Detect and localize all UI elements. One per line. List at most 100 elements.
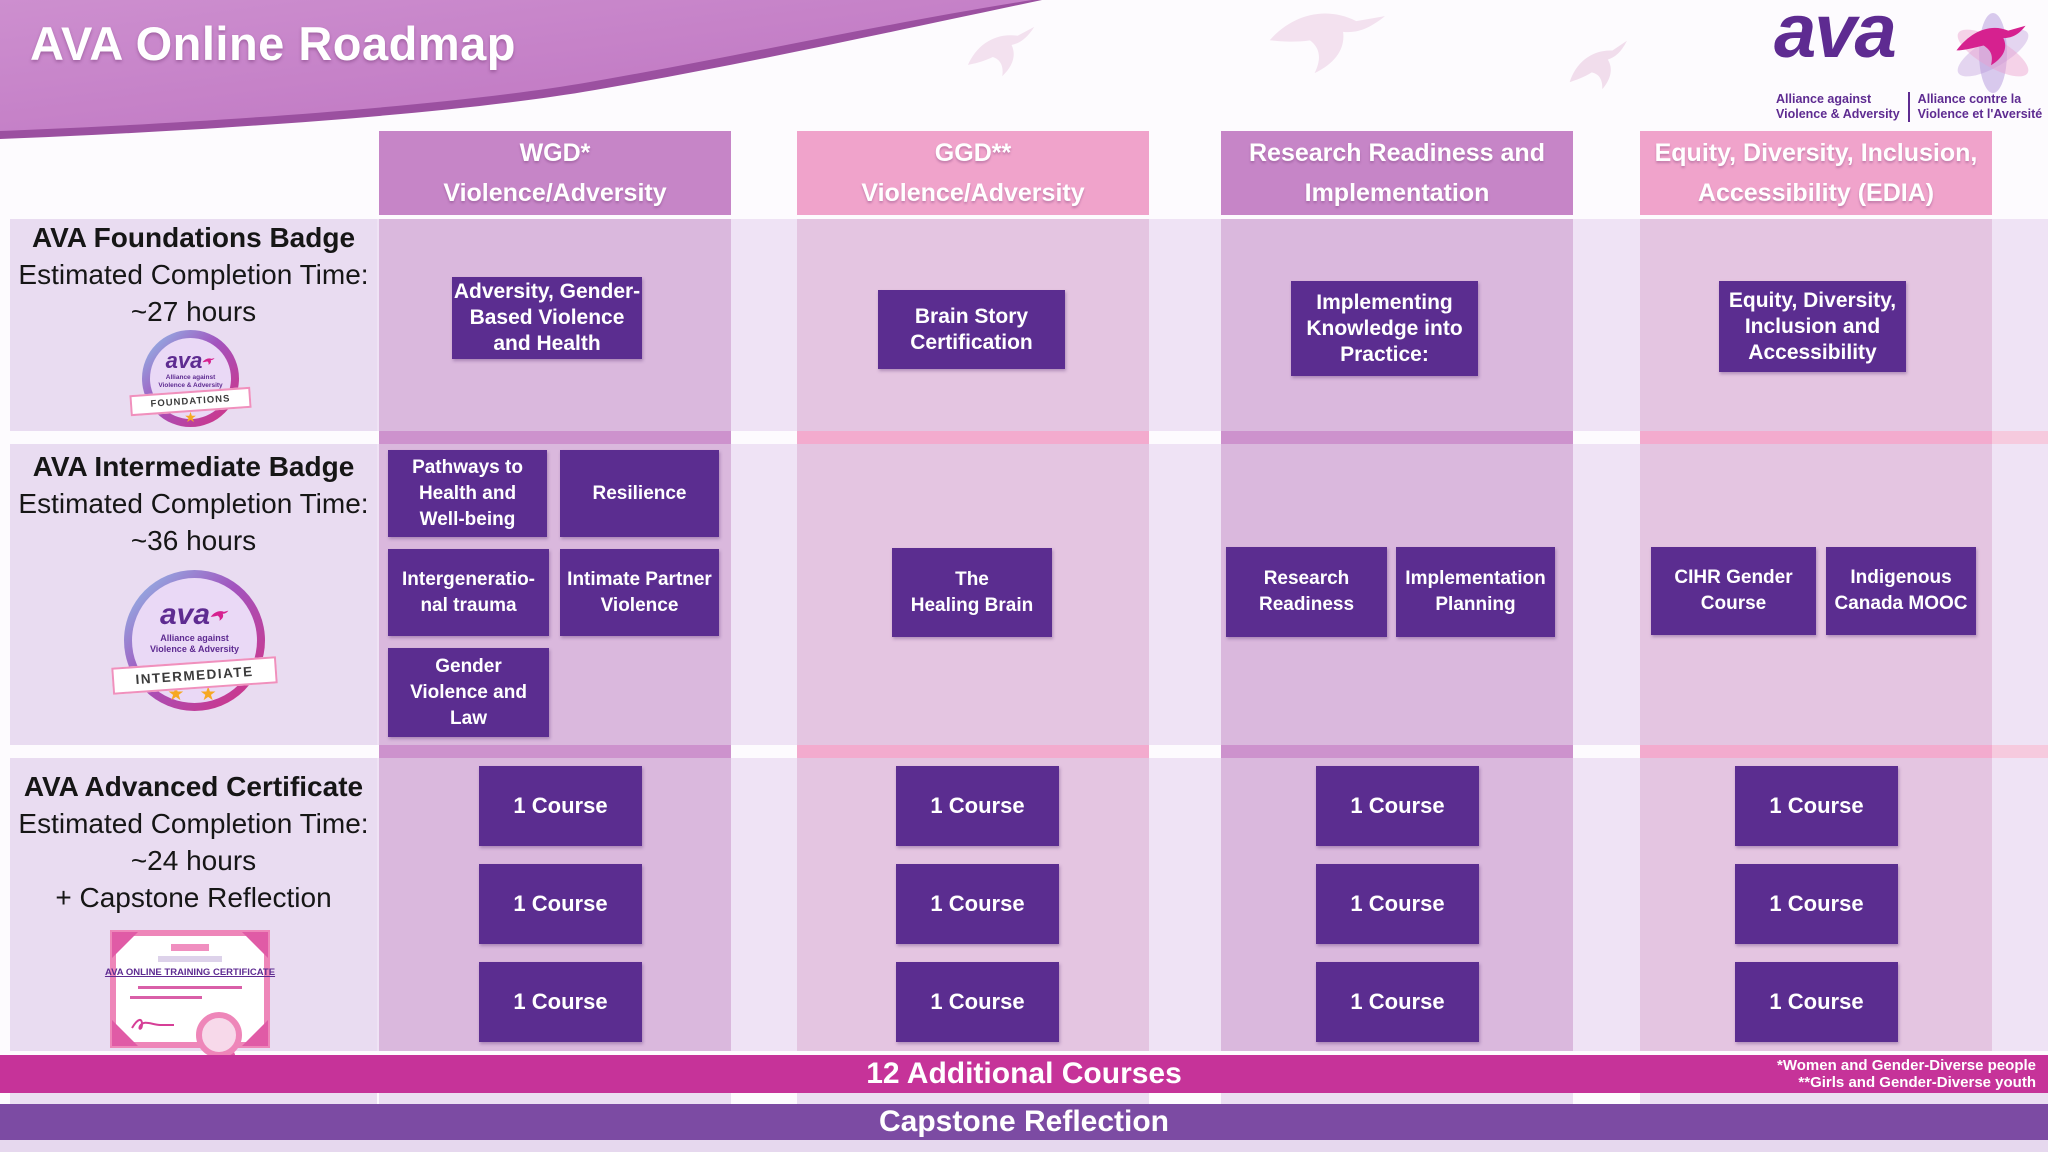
footnote: *Women and Gender-Diverse people **Girls… <box>1777 1057 2036 1091</box>
ava-wordmark-small: ava <box>166 350 216 372</box>
gap-strip <box>1221 1093 1573 1104</box>
column-header-ggd-line1: GGD** <box>934 138 1012 167</box>
intermediate-subtitle: Estimated Completion Time: <box>18 488 369 519</box>
additional-courses-label: 12 Additional Courses <box>866 1057 1182 1090</box>
logo-taglines: Alliance against Violence & Adversity Al… <box>1776 92 2042 122</box>
column-header-edia-line1: Equity, Diversity, Inclusion, <box>1654 138 1978 167</box>
course-box: Intimate Partner Violence <box>560 549 719 636</box>
foundations-row-label: AVA Foundations Badge Estimated Completi… <box>10 219 377 330</box>
foundations-badge: ava Alliance against Violence & Adversit… <box>129 330 252 427</box>
gap-strip <box>1640 1093 2048 1104</box>
bird-icon <box>202 357 215 365</box>
course-box: 1 Course <box>479 864 642 944</box>
edia-separator-1 <box>1640 431 1992 444</box>
logo-tagline-fr: Alliance contre la Violence et l'Aversit… <box>1918 92 2043 122</box>
course-box: Equity, Diversity, Inclusion and Accessi… <box>1719 281 1906 372</box>
column-header-rri: Research Readiness and Implementation <box>1221 131 1573 215</box>
column-header-rri-line1: Research Readiness and <box>1249 138 1545 167</box>
certificate-corner <box>112 1020 138 1046</box>
certificate-deco-line <box>138 986 242 989</box>
badge-tagline-1: Alliance against <box>165 374 216 381</box>
course-box: Implementing Knowledge into Practice: <box>1291 281 1478 376</box>
ava-wordmark: ava <box>1774 0 1897 74</box>
foundations-stars: ★ <box>184 409 197 425</box>
course-box: Research Readiness <box>1226 547 1387 637</box>
logo-tagline-fr-1: Alliance contre la <box>1917 92 2022 106</box>
capstone-bar: Capstone Reflection <box>0 1104 2048 1140</box>
course-box: Gender Violence and Law <box>388 648 549 737</box>
bird-icon <box>210 610 229 621</box>
ggd-separator-1 <box>797 431 1149 444</box>
intermediate-title: AVA Intermediate Badge <box>32 451 355 482</box>
certificate-deco-line <box>130 996 202 999</box>
logo-tagline-en-1: Alliance against <box>1776 92 1872 106</box>
wgd-separator-1 <box>379 431 731 444</box>
column-header-wgd: WGD* Violence/Adversity <box>379 131 731 215</box>
advanced-row-label: AVA Advanced Certificate Estimated Compl… <box>10 768 377 916</box>
column-header-wgd-line2: Violence/Adversity <box>443 178 667 207</box>
course-box: 1 Course <box>1735 864 1898 944</box>
wgd-separator-2 <box>379 745 731 758</box>
ggd-separator-2 <box>797 745 1149 758</box>
advanced-extra: + Capstone Reflection <box>55 882 332 913</box>
certificate-corner <box>242 1020 268 1046</box>
course-box: Resilience <box>560 450 719 537</box>
course-box: CIHR Gender Course <box>1651 547 1816 635</box>
title-banner <box>0 0 1042 139</box>
advanced-time: ~24 hours <box>130 845 257 876</box>
intermediate-row-label: AVA Intermediate Badge Estimated Complet… <box>10 448 377 559</box>
column-header-edia: Equity, Diversity, Inclusion, Accessibil… <box>1640 131 1992 215</box>
foundations-subtitle: Estimated Completion Time: <box>18 259 369 290</box>
course-box: 1 Course <box>896 962 1059 1042</box>
certificate-deco-line <box>158 956 222 962</box>
column-header-rri-line2: Implementation <box>1304 178 1490 207</box>
certificate-corner <box>112 932 138 958</box>
advanced-subtitle: Estimated Completion Time: <box>18 808 369 839</box>
course-box: Pathways to Health and Well-being <box>388 450 547 537</box>
column-header-wgd-line1: WGD* <box>519 138 591 167</box>
intermediate-time: ~36 hours <box>130 525 257 556</box>
badge-tagline-1: Alliance against <box>160 633 229 643</box>
course-box: Indigenous Canada MOOC <box>1826 547 1976 635</box>
badge-tagline-2: Violence & Adversity <box>158 382 223 389</box>
logo-tagline-en: Alliance against Violence & Adversity <box>1776 92 1910 122</box>
gap-strip <box>10 1093 377 1104</box>
ava-logo: ava Alliance against Violence & Adversit… <box>1772 0 2044 124</box>
course-box: Intergeneratio- nal trauma <box>388 549 549 636</box>
separator-2-right-edge <box>1992 745 2048 758</box>
course-box: 1 Course <box>1316 766 1479 846</box>
additional-courses-bar: 12 Additional Courses *Women and Gender-… <box>0 1055 2048 1093</box>
badge-tagline-2: Violence & Adversity <box>149 644 240 654</box>
column-header-ggd: GGD** Violence/Adversity <box>797 131 1149 215</box>
column-header-ggd-line2: Violence/Adversity <box>861 178 1085 207</box>
badge-ava-text-2: ava <box>159 598 211 631</box>
course-box: Brain Story Certification <box>878 290 1065 369</box>
ava-wordmark-small-2: ava <box>160 600 229 630</box>
foundations-title: AVA Foundations Badge <box>31 222 356 253</box>
edia-separator-2 <box>1640 745 1992 758</box>
certificate-seal <box>196 1012 242 1058</box>
badge-tagline: Alliance against Violence & Adversity <box>158 374 222 390</box>
signature-squiggle <box>131 1018 174 1030</box>
rri-separator-1 <box>1221 431 1573 444</box>
course-box: 1 Course <box>1735 766 1898 846</box>
course-box: 1 Course <box>1316 962 1479 1042</box>
gap-strip <box>797 1093 1149 1104</box>
course-box: Adversity, Gender- Based Violence and He… <box>452 277 642 359</box>
course-box: 1 Course <box>1316 864 1479 944</box>
course-box: 1 Course <box>896 766 1059 846</box>
page-title: AVA Online Roadmap <box>30 17 516 70</box>
footnote-line1: *Women and Gender-Diverse people <box>1777 1057 2036 1074</box>
certificate-deco-line <box>171 944 209 951</box>
column-header-edia-line2: Accessibility (EDIA) <box>1697 178 1935 207</box>
course-box: 1 Course <box>479 962 642 1042</box>
bird-icon <box>1956 25 2026 66</box>
gap-strip <box>379 1093 731 1104</box>
certificate-title: AVA ONLINE TRAINING CERTIFICATE <box>104 967 276 978</box>
course-box: 1 Course <box>479 766 642 846</box>
course-box: 1 Course <box>1735 962 1898 1042</box>
course-box: 1 Course <box>896 864 1059 944</box>
advanced-title: AVA Advanced Certificate <box>23 771 364 802</box>
badge-ava-text: ava <box>165 348 203 373</box>
foundations-time: ~27 hours <box>130 296 257 327</box>
